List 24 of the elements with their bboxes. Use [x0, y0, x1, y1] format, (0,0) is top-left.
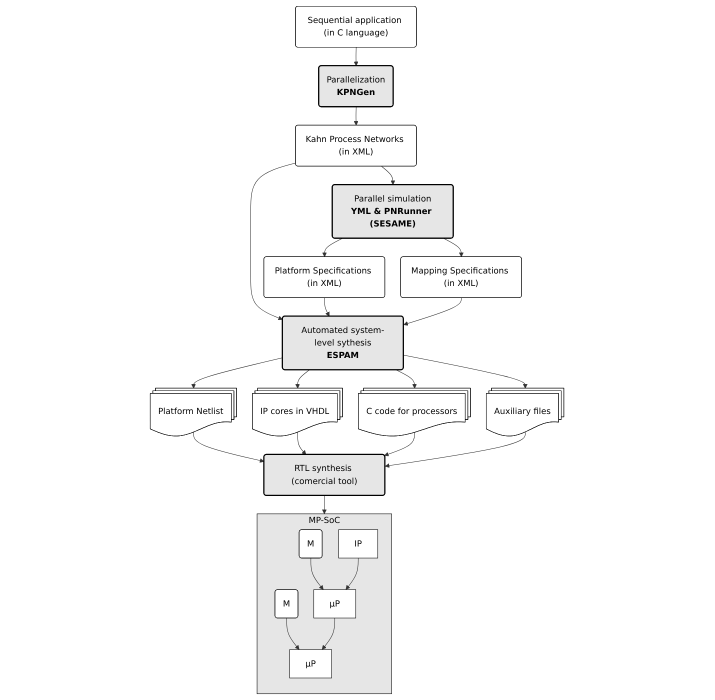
arrow	[382, 166, 396, 186]
arrow	[194, 432, 265, 463]
arrow	[396, 370, 418, 389]
arrow	[324, 298, 330, 317]
arrow	[385, 432, 526, 468]
arrow	[250, 162, 296, 320]
arrow	[404, 298, 462, 326]
arrow	[346, 558, 359, 590]
arrow	[296, 370, 310, 389]
arrow	[192, 357, 284, 389]
arrow	[286, 618, 300, 650]
arrow	[322, 618, 336, 650]
node-box: IP	[338, 529, 378, 558]
node-box: µP	[314, 589, 356, 618]
arrow	[384, 432, 416, 456]
arrow	[322, 238, 343, 258]
arrow	[311, 558, 324, 590]
arrow	[298, 432, 307, 455]
arrow	[354, 106, 359, 126]
node-box: µP	[290, 649, 332, 678]
arrow	[444, 238, 464, 258]
arrow	[404, 354, 528, 389]
arrow	[322, 495, 328, 514]
arrow	[354, 47, 359, 66]
